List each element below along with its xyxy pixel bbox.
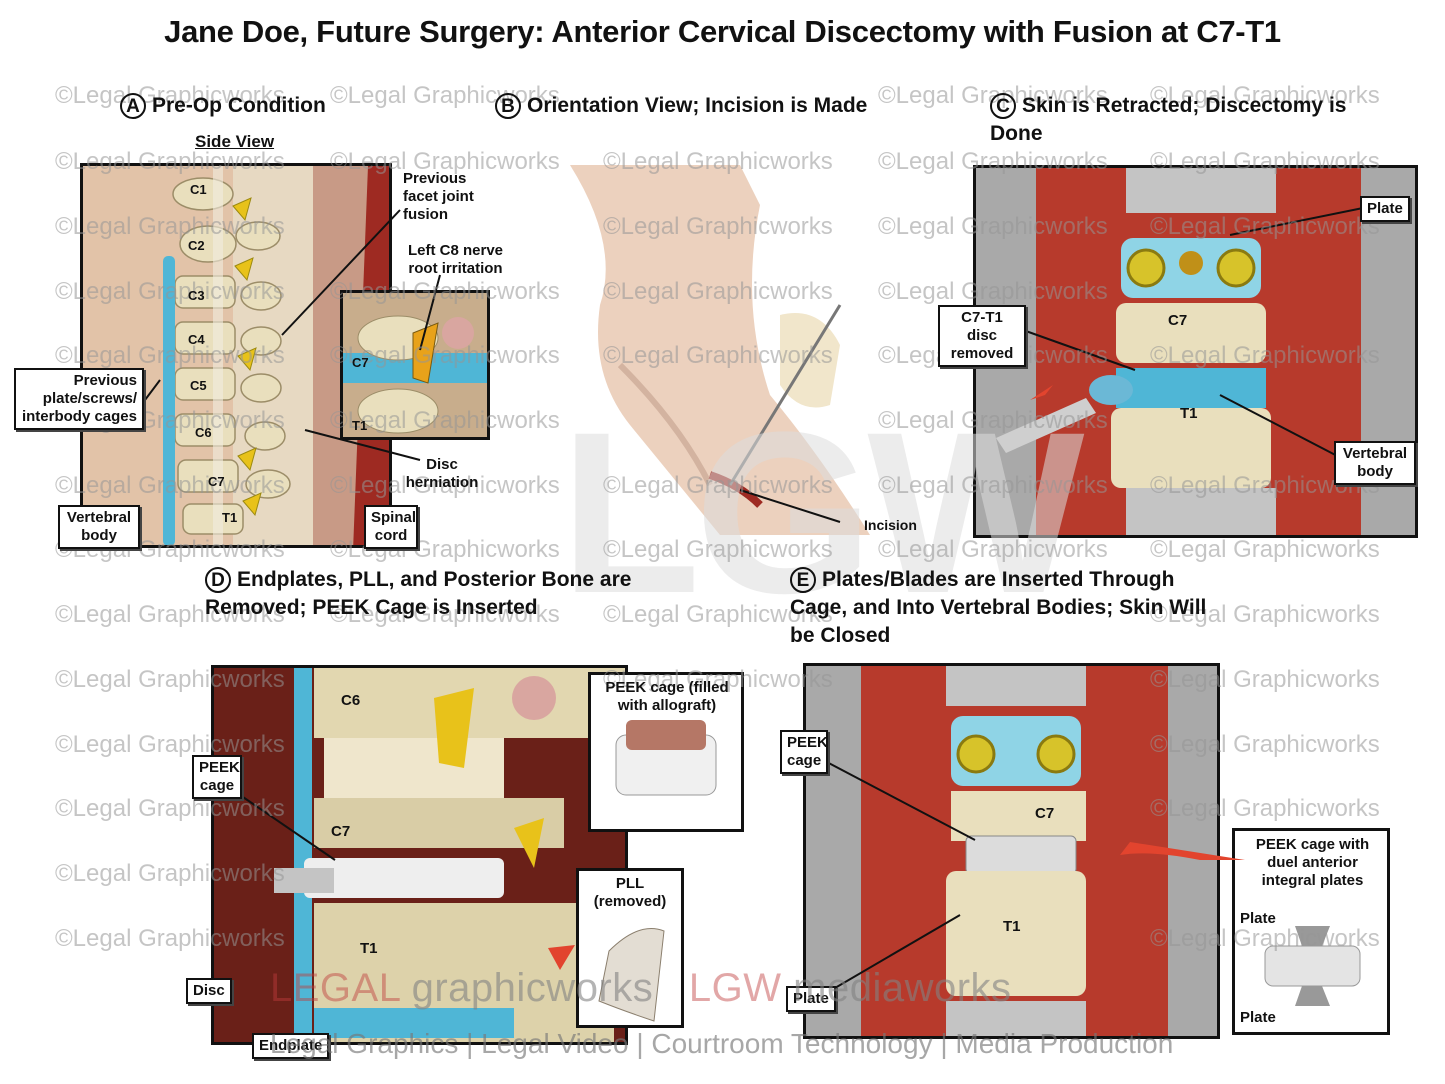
panel-e-title: Plates/Blades are Inserted Through Cage,… <box>790 568 1207 647</box>
plate-insertion-drawing <box>806 666 1217 1036</box>
label-c7-e: C7 <box>1035 805 1055 822</box>
vertebra-label-c6: C6 <box>195 425 212 440</box>
label-peek-cage-e: PEEK cage <box>780 730 828 774</box>
label-facet-fusion: Previous facet joint fusion <box>403 170 474 223</box>
brand-mediaworks: mediaworks <box>793 966 1012 1010</box>
panel-b-heading: B Orientation View; Incision is Made <box>495 92 867 120</box>
vertebra-label-t1: T1 <box>222 510 238 525</box>
panel-e-letter: E <box>790 567 816 594</box>
vertebra-label-c1: C1 <box>190 182 207 197</box>
panel-a-title: Pre-Op Condition <box>152 94 326 117</box>
label-vertebral-body-c: Vertebral body <box>1334 441 1416 485</box>
watermark: ©Legal Graphicworks <box>1150 536 1380 563</box>
inset-label-c7: C7 <box>352 355 369 370</box>
label-plate-e: Plate <box>786 986 836 1012</box>
brand-legal: LEGAL <box>270 966 400 1010</box>
panel-d-letter: D <box>205 567 231 594</box>
label-c7-d: C7 <box>331 823 351 840</box>
label-spinal-cord: Spinal cord <box>364 505 418 549</box>
label-peek-with-plates: PEEK cage with duel anterior integral pl… <box>1255 836 1370 889</box>
panel-c-title: Skin is Retracted; Discectomy is Done <box>990 94 1347 145</box>
label-t1-d: T1 <box>360 940 378 957</box>
panel-a-letter: A <box>120 93 146 120</box>
panel-b-letter: B <box>495 93 521 120</box>
panel-a-subheading: Side View <box>195 132 275 151</box>
label-plate-lower: Plate <box>1240 1009 1276 1026</box>
inset-label-t1: T1 <box>352 418 368 433</box>
label-previous-plate: Previous plate/screws/ interbody cages <box>14 368 144 430</box>
label-vertebral-body-a: Vertebral body <box>58 505 140 549</box>
vertebra-label-c2: C2 <box>188 238 205 253</box>
vertebra-label-c3: C3 <box>188 288 205 303</box>
panel-d-title: Endplates, PLL, and Posterior Bone are R… <box>205 568 632 619</box>
label-plate-upper: Plate <box>1240 910 1276 927</box>
peek-with-plates-inset <box>1232 828 1390 1035</box>
panel-c-letter: C <box>990 93 1016 120</box>
label-t1-c: T1 <box>1180 405 1198 422</box>
label-peek-cage-d: PEEK cage <box>192 755 242 799</box>
label-c8-nerve: Left C8 nerve root irritation <box>407 242 504 277</box>
label-disc-herniation: Disc herniation <box>405 456 479 491</box>
vertebra-label-c5: C5 <box>190 378 207 393</box>
vertebra-label-c4: C4 <box>188 332 205 347</box>
label-incision: Incision <box>864 517 917 533</box>
brand-lgw: LGW <box>688 966 782 1010</box>
label-peek-filled: PEEK cage (filled with allograft) <box>605 679 729 714</box>
brand-graphicworks: graphicworks <box>411 966 654 1010</box>
label-t1-e: T1 <box>1003 918 1021 935</box>
pll-inset <box>576 868 684 1028</box>
page-title: Jane Doe, Future Surgery: Anterior Cervi… <box>164 14 1281 49</box>
panel-b-title: Orientation View; Incision is Made <box>527 94 868 117</box>
panel-b-drawing <box>540 165 940 535</box>
panel-a-heading: A Pre-Op Condition <box>120 92 326 120</box>
panel-d-frame <box>211 665 628 1045</box>
label-pll-removed: PLL (removed) <box>593 875 667 910</box>
peek-filled-inset <box>588 672 744 832</box>
label-c6-d: C6 <box>341 692 361 709</box>
label-endplate: Endplate <box>252 1033 330 1059</box>
label-disc-removed: C7-T1 disc removed <box>938 305 1026 367</box>
label-plate-c: Plate <box>1360 196 1410 222</box>
label-c7-c: C7 <box>1168 312 1188 329</box>
vertebra-label-c7: C7 <box>208 474 225 489</box>
footer-brand: LEGAL graphicworks LGW mediaworks <box>270 966 1012 1011</box>
label-disc-d: Disc <box>186 978 232 1004</box>
footer-tagline: Legal Graphics | Legal Video | Courtroom… <box>270 1028 1174 1059</box>
